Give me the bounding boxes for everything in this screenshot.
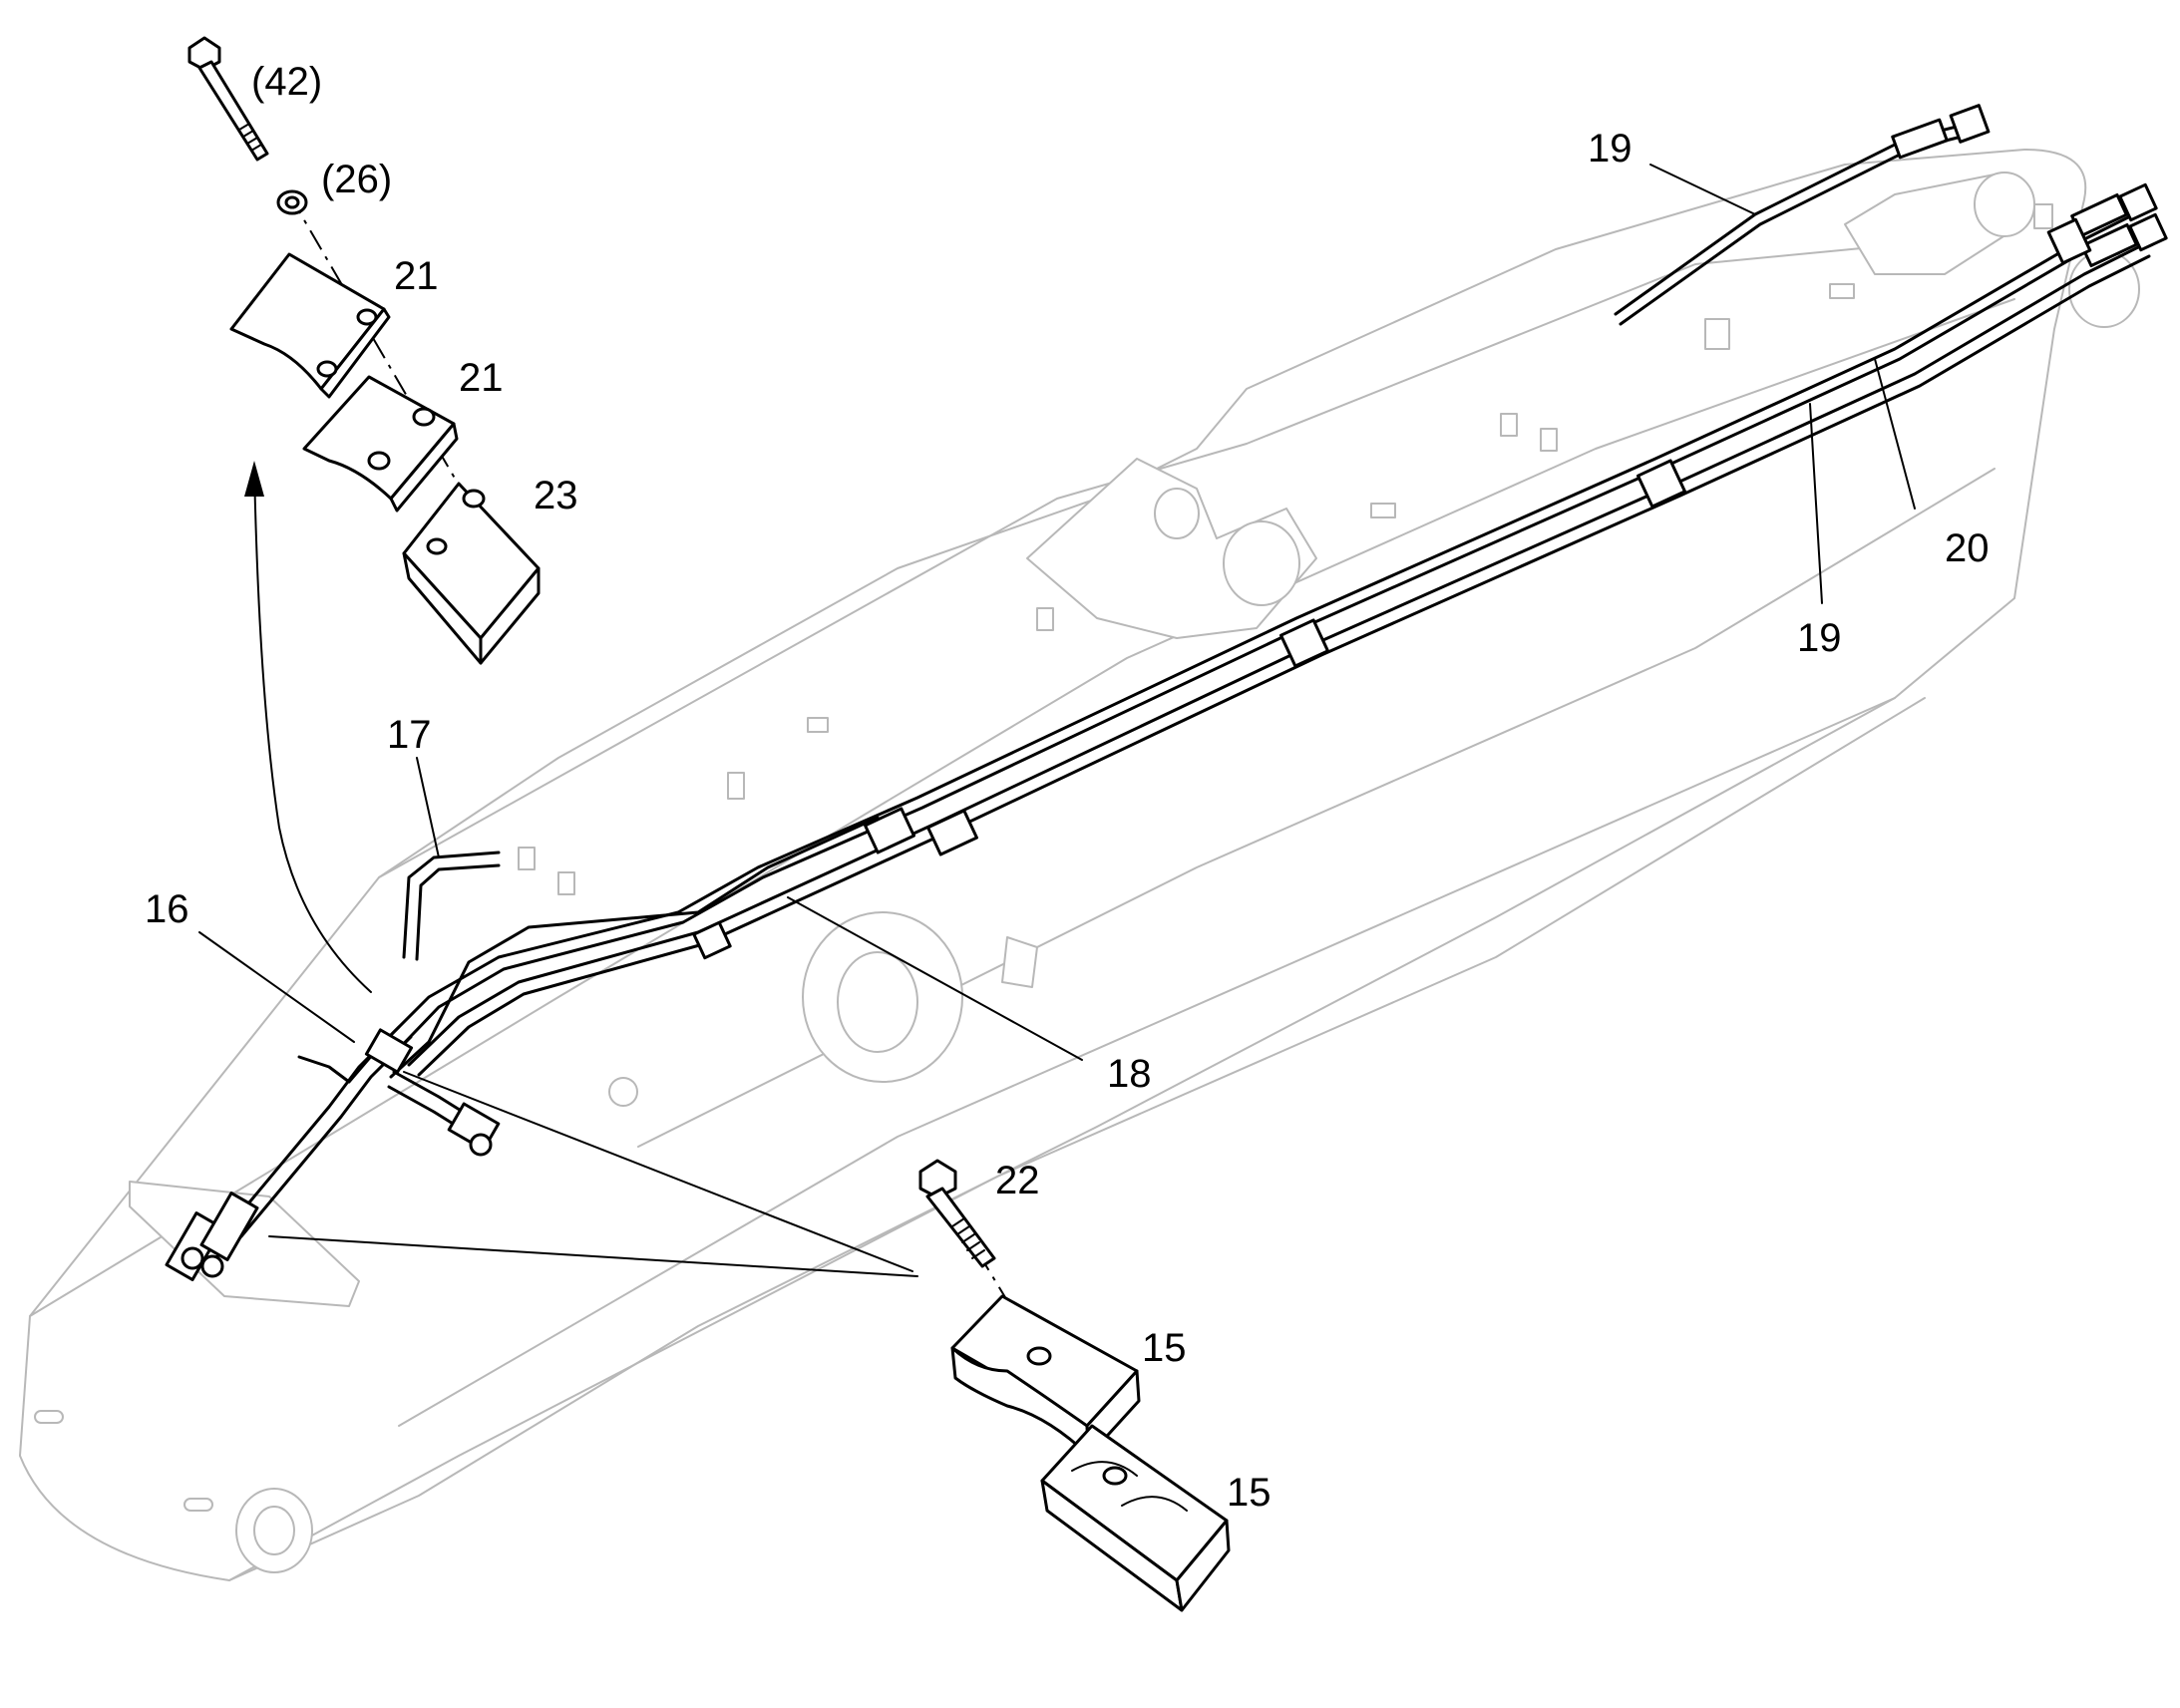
pipe-16-c xyxy=(297,1045,381,1084)
assembly-axis-upper xyxy=(288,193,465,495)
boom-lower-edge xyxy=(228,697,1926,1581)
foot-slot xyxy=(34,1410,64,1424)
callout-15-upper: 15 xyxy=(1142,1326,1187,1370)
callout-26: (26) xyxy=(321,158,392,201)
callout-leaders xyxy=(198,164,1916,1061)
bolt-22 xyxy=(918,1159,996,1268)
callout-22: 22 xyxy=(995,1159,1040,1202)
boom-structure xyxy=(19,149,2140,1581)
leader-19-upper xyxy=(1649,164,1756,215)
head-fittings xyxy=(1891,104,2168,268)
pipe-clamps xyxy=(692,217,2092,960)
boom-top-face-edge xyxy=(29,298,2015,1317)
pipe-17-b xyxy=(415,863,501,961)
pipe-17 xyxy=(402,851,501,959)
foot-bracket-plate xyxy=(129,1181,360,1307)
arrow-head xyxy=(244,461,264,497)
callout-19-lower: 19 xyxy=(1797,616,1842,660)
leader-16 xyxy=(198,931,355,1043)
clamp-block-15-upper xyxy=(950,1294,1141,1458)
boom-head-pin xyxy=(1974,171,2035,237)
callout-17: 17 xyxy=(387,713,432,757)
clamp-half-21-upper xyxy=(229,252,391,399)
leader-line-branch-clamp xyxy=(403,1071,913,1272)
clamp-half-21-lower xyxy=(302,375,459,512)
pipe-20-b xyxy=(389,222,2141,1059)
side-bracket xyxy=(1001,936,1038,988)
boom-top-pads xyxy=(518,203,2053,895)
pipe-20 xyxy=(377,212,2136,1049)
pipe-19-lower-b xyxy=(417,254,2151,1077)
leader-line-foot-clamp xyxy=(268,1235,918,1277)
callout-20: 20 xyxy=(1945,526,1990,570)
leader-19-lower xyxy=(1809,403,1823,604)
clamp-block-15-lower xyxy=(1040,1424,1231,1612)
arm-cylinder-pin xyxy=(1223,520,1300,606)
leader-17 xyxy=(416,757,440,858)
boom-top-face xyxy=(378,238,1956,878)
callout-21-upper: 21 xyxy=(394,254,439,298)
foot-fittings xyxy=(165,1028,501,1281)
boom-cylinder-boss-inner xyxy=(837,951,918,1053)
callout-15-lower: 15 xyxy=(1227,1471,1272,1515)
washer-26 xyxy=(276,189,308,215)
callout-21-lower: 21 xyxy=(459,356,504,400)
detail-clamp-upper xyxy=(187,36,541,993)
bolt-42 xyxy=(187,36,269,162)
callout-labels: (42) (26) 21 21 23 17 16 18 19 20 19 22 … xyxy=(145,60,1990,1515)
block-23 xyxy=(402,482,541,665)
hydraulic-lines xyxy=(165,104,2168,1281)
callout-23: 23 xyxy=(534,474,578,517)
callout-19-upper: 19 xyxy=(1588,127,1633,171)
boom-side-line xyxy=(398,697,1896,1427)
pipe-18 xyxy=(389,816,880,1079)
foot-slot-2 xyxy=(183,1498,213,1512)
detail-leader-arrow xyxy=(253,468,372,993)
detail-clamp-lower xyxy=(268,1071,1231,1612)
boom-foot-pin-inner xyxy=(253,1506,295,1555)
leader-20 xyxy=(1874,358,1916,510)
callout-18: 18 xyxy=(1107,1052,1152,1096)
leader-18 xyxy=(787,896,1083,1061)
pipe-19-lower xyxy=(407,242,2146,1067)
boom-mid-hole xyxy=(608,1077,638,1107)
arm-cylinder-pin-top xyxy=(1154,488,1200,539)
callout-42: (42) xyxy=(251,60,322,104)
callout-16: 16 xyxy=(145,887,189,931)
